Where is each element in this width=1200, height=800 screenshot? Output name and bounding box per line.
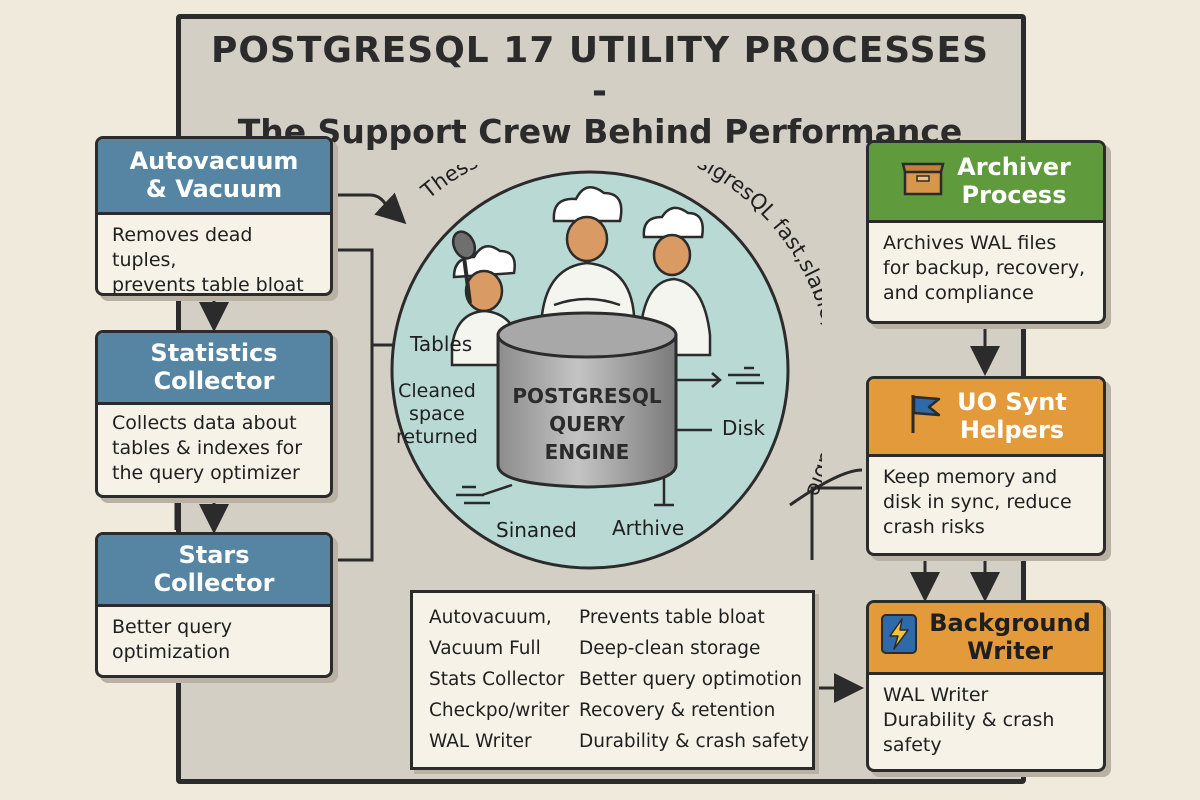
uo-synt-title-line-2: Helpers <box>959 415 1065 444</box>
engine-label-line-2: QUERY <box>549 412 625 436</box>
process-summary-table: Autovacuum, Prevents table bloat Vacuum … <box>410 590 815 770</box>
background-writer-title-line-1: Background <box>929 608 1091 637</box>
uo-synt-helpers-header: UO Synt Helpers <box>869 379 1103 457</box>
autovacuum-card: Autovacuum & Vacuum Removes dead tuples,… <box>95 136 333 296</box>
autovacuum-desc-line-1: Removes dead tuples, <box>112 224 253 272</box>
autovacuum-title-line-2: & Vacuum <box>145 174 283 203</box>
table-cell-purpose: Durability & crash safety <box>579 731 809 752</box>
arthive-label: Arthive <box>612 516 685 540</box>
lightning-icon <box>881 614 918 661</box>
query-engine-hub: Thesse proscesses keep PosigresQL fast,s… <box>390 165 822 570</box>
stars-desc-line-1: Better query <box>112 616 233 638</box>
table-cell-purpose: Better query optimotion <box>579 669 802 690</box>
background-writer-desc-line-3: safety <box>883 734 942 757</box>
table-cell-process: Autovacuum, <box>429 607 552 628</box>
archiver-process-header: Archiver Process <box>869 143 1103 223</box>
flag-icon <box>905 391 945 442</box>
query-engine-drum: POSTGRESQL QUERY ENGINE <box>496 311 678 489</box>
autovacuum-desc-line-2: prevents table bloat <box>112 274 304 296</box>
table-cell-purpose: Deep-clean storage <box>579 638 761 659</box>
engine-label-line-1: POSTGRESQL <box>512 384 662 408</box>
statistics-collector-description: Collects data about tables & indexes for… <box>98 405 330 494</box>
table-cell-process: Vacuum Full <box>429 638 541 659</box>
archiver-title-line-2: Process <box>961 180 1067 209</box>
table-row: Checkpo/writer Recovery & retention <box>413 700 812 731</box>
background-writer-card: Background Writer WAL Writer Durability … <box>866 600 1106 772</box>
background-writer-title-line-2: Writer <box>967 636 1053 665</box>
table-row: Autovacuum, Prevents table bloat <box>413 607 812 638</box>
table-cell-purpose: Prevents table bloat <box>579 607 765 628</box>
archiver-process-card: Archiver Process Archives WAL files for … <box>866 140 1106 324</box>
sinaned-label: Sinaned <box>496 518 577 542</box>
statistics-collector-header: Statistics Collector <box>98 333 330 405</box>
stars-title-line-2: Collector <box>153 568 275 597</box>
table-cell-process: WAL Writer <box>429 731 532 752</box>
uo-synt-desc-line-2: disk in sync, reduce <box>883 491 1072 514</box>
disk-label: Disk <box>722 416 765 440</box>
tables-label: Tables <box>410 332 473 356</box>
archiver-desc-line-1: Archives WAL files <box>883 232 1057 254</box>
background-writer-description: WAL Writer Durability & crash safety <box>869 675 1103 766</box>
cleaned-line-3: returned <box>396 425 478 448</box>
statistics-collector-card: Statistics Collector Collects data about… <box>95 330 333 498</box>
stars-desc-line-2: optimization <box>112 641 231 664</box>
uo-synt-helpers-card: UO Synt Helpers Keep memory and disk in … <box>866 376 1106 556</box>
statistics-title-line-1: Statistics <box>150 338 278 367</box>
uo-synt-title-line-1: UO Synt <box>957 387 1067 416</box>
archiver-process-description: Archives WAL files for backup, recovery,… <box>869 223 1103 314</box>
autovacuum-header: Autovacuum & Vacuum <box>98 139 330 215</box>
table-row: WAL Writer Durability & crash safety <box>413 731 812 762</box>
table-cell-process: Stats Collector <box>429 669 565 690</box>
title-line-2: The Support Crew Behind Performance <box>237 111 963 151</box>
table-cell-purpose: Recovery & retention <box>579 700 776 721</box>
cleaned-line-1: Cleaned <box>398 380 476 402</box>
box-icon <box>901 158 945 205</box>
archiver-desc-line-2: for backup, recovery, <box>883 257 1086 280</box>
stars-collector-card: Stars Collector Better query optimizatio… <box>95 532 333 678</box>
autovacuum-description: Removes dead tuples, prevents table bloa… <box>98 215 330 296</box>
background-writer-header: Background Writer <box>869 603 1103 675</box>
statistics-desc-line-2: tables & indexes for <box>112 437 303 460</box>
cleaned-space-label: Cleaned space returned <box>396 380 478 448</box>
table-row: Vacuum Full Deep-clean storage <box>413 638 812 669</box>
stars-title-line-1: Stars <box>178 540 250 569</box>
uo-synt-helpers-description: Keep memory and disk in sync, reduce cra… <box>869 457 1103 548</box>
stars-collector-header: Stars Collector <box>98 535 330 607</box>
table-cell-process: Checkpo/writer <box>429 700 570 721</box>
statistics-title-line-2: Collector <box>153 366 275 395</box>
archiver-title-line-1: Archiver <box>957 152 1071 181</box>
statistics-desc-line-1: Collects data about <box>112 412 297 434</box>
uo-synt-desc-line-1: Keep memory and <box>883 466 1058 488</box>
stars-collector-description: Better query optimization <box>98 607 330 673</box>
title-line-1: POSTGRESQL 17 UTILITY PROCESSES - <box>210 30 990 113</box>
archiver-desc-line-3: and compliance <box>883 282 1034 305</box>
diagram-title: POSTGRESQL 17 UTILITY PROCESSES - The Su… <box>200 30 1000 151</box>
engine-label-line-3: ENGINE <box>545 440 630 464</box>
table-row: Stats Collector Better query optimotion <box>413 669 812 700</box>
background-writer-desc-line-1: WAL Writer <box>883 684 989 706</box>
uo-synt-desc-line-3: crash risks <box>883 516 985 539</box>
statistics-desc-line-3: the query optimizer <box>112 462 300 485</box>
autovacuum-title-line-1: Autovacuum <box>129 146 299 175</box>
cleaned-line-2: space <box>409 402 465 425</box>
background-writer-desc-line-2: Durability & crash <box>883 709 1055 732</box>
